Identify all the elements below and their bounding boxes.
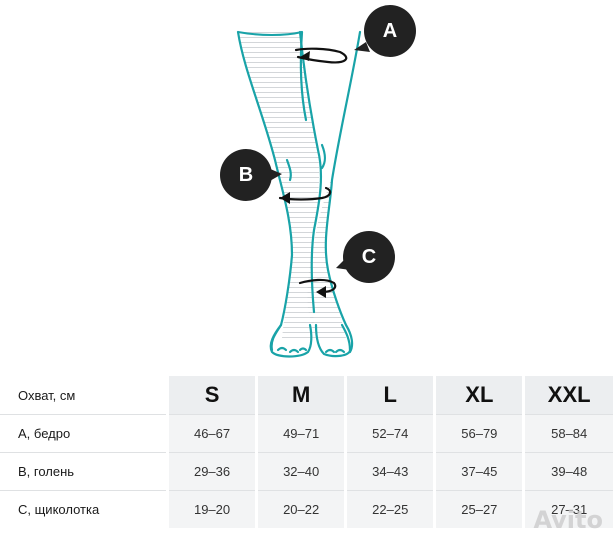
- stockings-measurement-illustration: [236, 30, 370, 358]
- table-header-row: Охват, см S M L XL XXL: [0, 376, 613, 415]
- size-xl: XL: [433, 376, 524, 415]
- table-cell: 29–36: [165, 452, 257, 491]
- marker-a-label: A: [382, 19, 398, 42]
- table-cell: 27–31: [522, 490, 613, 528]
- table-cell: 49–71: [255, 414, 346, 453]
- size-s: S: [165, 376, 257, 415]
- size-table: Охват, см S M L XL XXL А, бедро 46–67 49…: [0, 376, 613, 528]
- table-row: С, щиколотка 19–20 20–22 22–25 25–27 27–…: [0, 490, 613, 528]
- table-cell: 20–22: [255, 490, 346, 528]
- right-leg-inner-outline: [299, 30, 308, 122]
- left-leg-inner-outline: [298, 30, 323, 314]
- arrowhead-a: [300, 51, 310, 61]
- left-foot: [269, 323, 313, 358]
- avito-watermark: Avito: [533, 506, 603, 534]
- table-cell: 19–20: [165, 490, 257, 528]
- table-cell: 34–43: [344, 452, 435, 491]
- right-knee-line: [320, 143, 327, 170]
- arrow-b: [278, 186, 332, 201]
- right-foot: [314, 323, 352, 358]
- left-stocking-top: [237, 31, 303, 36]
- arrow-a: [294, 47, 348, 64]
- arrowhead-c: [316, 286, 326, 298]
- marker-b-label: B: [238, 163, 254, 186]
- table-cell: 39–48: [522, 452, 613, 491]
- left-toes: [276, 346, 308, 354]
- marker-c: C: [343, 231, 395, 283]
- table-cell: 46–67: [165, 414, 257, 453]
- size-xxl: XXL: [522, 376, 613, 415]
- arrow-c: [298, 278, 337, 294]
- table-header-label: Охват, см: [18, 387, 76, 403]
- marker-c-label: C: [361, 245, 377, 268]
- right-leg-fill: [300, 32, 360, 338]
- size-m: M: [255, 376, 346, 415]
- table-cell: 56–79: [433, 414, 524, 453]
- table-cell: 25–27: [433, 490, 524, 528]
- table-cell: 32–40: [255, 452, 346, 491]
- row-label-ankle: С, щиколотка: [0, 490, 168, 528]
- right-leg-outer-outline: [324, 30, 362, 354]
- row-label-calf: В, голень: [0, 452, 168, 491]
- left-knee-line: [285, 158, 292, 182]
- marker-b: B: [220, 149, 272, 201]
- row-label-thigh: А, бедро: [0, 414, 168, 453]
- marker-a-tail: [354, 42, 370, 52]
- table-row: А, бедро 46–67 49–71 52–74 56–79 58–84: [0, 414, 613, 453]
- marker-a: A: [364, 5, 416, 57]
- table-row: В, голень 29–36 32–40 34–43 37–45 39–48: [0, 452, 613, 491]
- table-cell: 52–74: [344, 414, 435, 453]
- table-cell: 22–25: [344, 490, 435, 528]
- arrowhead-b: [280, 192, 290, 204]
- table-cell: 58–84: [522, 414, 613, 453]
- size-l: L: [344, 376, 435, 415]
- left-leg-fill: [238, 32, 320, 338]
- right-toes: [324, 348, 346, 354]
- table-cell: 37–45: [433, 452, 524, 491]
